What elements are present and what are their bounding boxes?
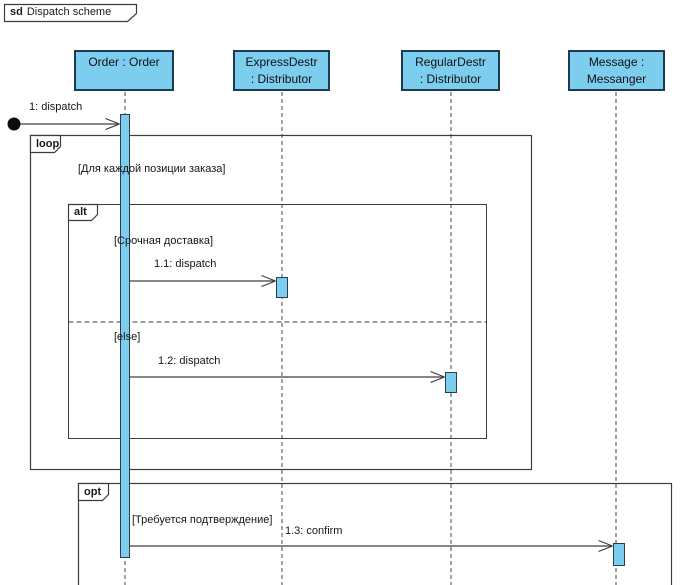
activation-regular-destr — [445, 372, 457, 393]
lifeline-head-label: Message : — [588, 55, 645, 69]
lifeline-head-express-destr: ExpressDestr : Distributor — [233, 50, 330, 91]
opt-guard: [Требуется подтверждение] — [132, 514, 273, 526]
message-label-1: 1: dispatch — [29, 101, 83, 113]
message-arrow-1-1-dispatch — [130, 274, 276, 288]
opt-fragment-frame — [77, 482, 673, 585]
message-arrow-1-3-confirm — [130, 539, 613, 553]
lifeline-head-label: Messanger — [586, 72, 647, 86]
loop-operator-label: loop — [36, 138, 60, 150]
message-label-1-3: 1.3: confirm — [285, 525, 343, 537]
activation-order — [120, 114, 130, 558]
lifeline-head-label: RegularDestr — [415, 55, 486, 69]
alt-guard-else: [else] — [114, 331, 141, 343]
loop-operator-pentagon — [29, 134, 62, 154]
activation-express-destr — [276, 277, 288, 298]
lifeline-head-label: : Distributor — [419, 72, 482, 86]
frame-name: Dispatch scheme — [26, 6, 112, 18]
lifeline-head-regular-destr: RegularDestr : Distributor — [401, 50, 500, 91]
alt-operator-pentagon — [67, 203, 99, 222]
loop-fragment-frame — [29, 134, 533, 471]
alt-operator-label: alt — [74, 206, 87, 218]
lifeline-head-label: ExpressDestr — [245, 55, 318, 69]
lifeline-head-label: : Distributor — [250, 72, 313, 86]
opt-operator-pentagon — [77, 482, 110, 502]
lifeline-head-messanger: Message : Messanger — [568, 50, 665, 91]
message-label-1-1: 1.1: dispatch — [154, 258, 217, 270]
lifeline-head-order: Order : Order — [74, 50, 174, 91]
frame-keyword: sd — [10, 6, 23, 18]
activation-messanger — [613, 543, 625, 566]
alt-guard-if: [Срочная доставка] — [114, 235, 214, 247]
message-arrow-1-dispatch — [20, 117, 120, 131]
found-message-circle — [7, 117, 21, 131]
message-arrow-1-2-dispatch — [130, 370, 445, 384]
frame-title-pentagon — [3, 3, 138, 23]
loop-guard: [Для каждой позиции заказа] — [78, 163, 226, 175]
opt-operator-label: opt — [84, 486, 102, 498]
lifeline-head-label: Order : Order — [88, 55, 160, 69]
message-label-1-2: 1.2: dispatch — [158, 355, 221, 367]
